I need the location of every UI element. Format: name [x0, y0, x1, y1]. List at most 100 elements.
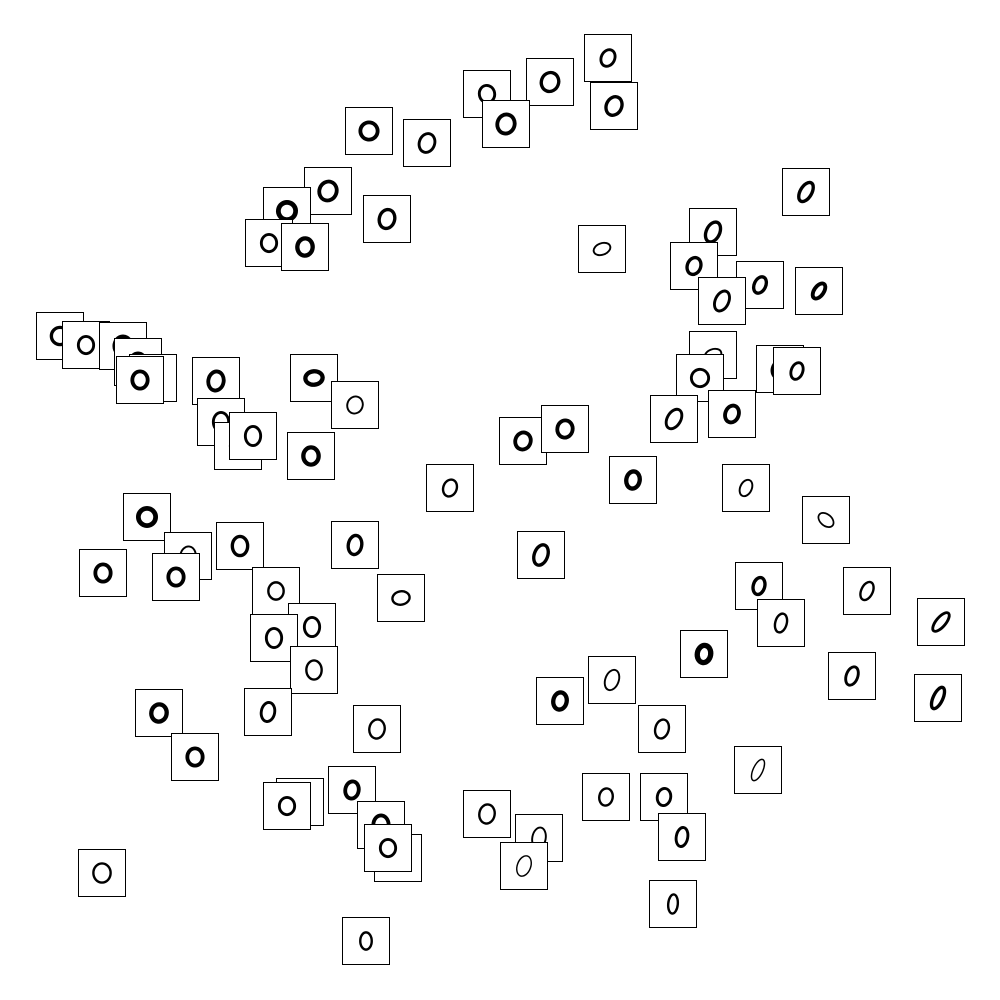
digit-zero-thumbnail — [649, 880, 697, 928]
digit-zero-glyph — [789, 361, 805, 381]
digit-zero-glyph — [664, 407, 684, 431]
digit-zero-glyph — [346, 533, 364, 557]
digit-zero-glyph — [703, 220, 723, 244]
digit-zero-thumbnail — [290, 646, 338, 694]
digit-zero-glyph — [478, 803, 496, 825]
digit-zero-thumbnail — [135, 689, 183, 737]
digit-zero-thumbnail — [588, 656, 636, 704]
digit-zero-thumbnail — [757, 599, 805, 647]
digit-zero-thumbnail — [828, 652, 876, 700]
digit-zero-glyph — [92, 862, 112, 884]
digit-zero-glyph — [417, 132, 437, 154]
digit-zero-thumbnail — [263, 782, 311, 830]
digit-zero-thumbnail — [123, 493, 171, 541]
digit-zero-thumbnail — [216, 522, 264, 570]
digit-zero-glyph — [377, 207, 397, 231]
digit-zero-thumbnail — [192, 357, 240, 405]
digit-zero-glyph — [317, 179, 339, 203]
digit-zero-thumbnail — [590, 82, 638, 130]
digit-zero-thumbnail — [331, 521, 379, 569]
digit-zero-glyph — [844, 665, 860, 687]
digit-zero-thumbnail — [304, 167, 352, 215]
digit-zero-glyph — [259, 232, 279, 254]
digit-zero-glyph — [135, 505, 159, 529]
digit-zero-glyph — [495, 112, 517, 136]
digit-zero-thumbnail — [463, 790, 511, 838]
digit-zero-glyph — [713, 289, 731, 313]
digit-zero-thumbnail — [79, 549, 127, 597]
digit-zero-glyph — [751, 275, 769, 295]
digit-zero-glyph — [555, 418, 575, 440]
digit-zero-thumbnail — [708, 390, 756, 438]
digit-zero-glyph — [539, 70, 561, 94]
digit-zero-thumbnail — [517, 531, 565, 579]
digit-zero-thumbnail — [482, 100, 530, 148]
digit-zero-glyph — [685, 255, 703, 277]
digit-zero-thumbnail — [345, 107, 393, 155]
digit-zero-glyph — [604, 95, 624, 117]
digit-zero-thumbnail — [650, 395, 698, 443]
digit-zero-thumbnail — [795, 267, 843, 315]
digit-zero-glyph — [358, 120, 380, 142]
digit-zero-glyph — [346, 395, 364, 415]
digit-zero-thumbnail — [582, 773, 630, 821]
digit-zero-thumbnail — [377, 574, 425, 622]
digit-zero-thumbnail — [578, 225, 626, 273]
digit-zero-thumbnail — [802, 496, 850, 544]
digit-zero-glyph — [674, 826, 690, 848]
digit-zero-thumbnail — [331, 381, 379, 429]
digit-zero-glyph — [149, 702, 169, 724]
digit-zero-thumbnail — [658, 813, 706, 861]
digit-zero-thumbnail — [328, 766, 376, 814]
digit-zero-glyph — [243, 424, 263, 448]
digit-zero-thumbnail — [722, 464, 770, 512]
digit-zero-glyph — [931, 611, 951, 633]
digit-zero-thumbnail — [363, 195, 411, 243]
digit-zero-thumbnail — [917, 598, 965, 646]
digit-zero-thumbnail — [541, 405, 589, 453]
digit-zero-glyph — [301, 445, 321, 467]
digit-zero-glyph — [302, 615, 322, 639]
digit-zero-glyph — [441, 478, 459, 498]
digit-zero-glyph — [303, 369, 325, 387]
digit-zero-glyph — [624, 469, 642, 491]
digit-zero-glyph — [368, 718, 386, 740]
digit-zero-thumbnail — [843, 567, 891, 615]
digit-zero-thumbnail — [773, 347, 821, 395]
digit-zero-glyph — [305, 659, 323, 681]
digit-zero-thumbnail — [609, 456, 657, 504]
digit-zero-glyph — [391, 590, 411, 606]
digit-zero-thumbnail — [342, 917, 390, 965]
digit-zero-glyph — [532, 543, 550, 567]
digit-zero-thumbnail — [584, 34, 632, 82]
digit-zero-glyph — [810, 281, 828, 301]
digit-zero-thumbnail — [353, 705, 401, 753]
digit-zero-glyph — [295, 236, 315, 258]
digit-zero-glyph — [343, 779, 361, 801]
digit-zero-glyph — [516, 855, 532, 877]
digit-zero-glyph — [130, 369, 150, 391]
digit-zero-glyph — [359, 931, 373, 951]
digit-zero-glyph — [76, 334, 96, 356]
digit-zero-glyph — [551, 690, 569, 712]
digit-zero-thumbnail — [638, 705, 686, 753]
digit-zero-thumbnail — [290, 354, 338, 402]
digit-zero-thumbnail — [78, 849, 126, 897]
digit-zero-thumbnail — [698, 277, 746, 325]
digit-zero-glyph — [738, 478, 754, 498]
digit-zero-thumbnail — [364, 824, 412, 872]
digit-zero-glyph — [603, 668, 621, 692]
digit-zero-thumbnail — [914, 674, 962, 722]
digit-zero-glyph — [513, 430, 533, 452]
digit-zero-glyph — [598, 787, 614, 807]
digit-zero-glyph — [694, 642, 714, 666]
digit-zero-thumbnail — [152, 553, 200, 601]
digit-zero-glyph — [666, 893, 680, 915]
digit-zero-glyph — [93, 562, 113, 584]
digit-zero-glyph — [230, 534, 250, 558]
digit-zero-glyph — [277, 795, 297, 817]
digit-zero-thumbnail — [171, 733, 219, 781]
digit-zero-thumbnail — [281, 223, 329, 271]
digit-zero-thumbnail — [734, 746, 782, 794]
